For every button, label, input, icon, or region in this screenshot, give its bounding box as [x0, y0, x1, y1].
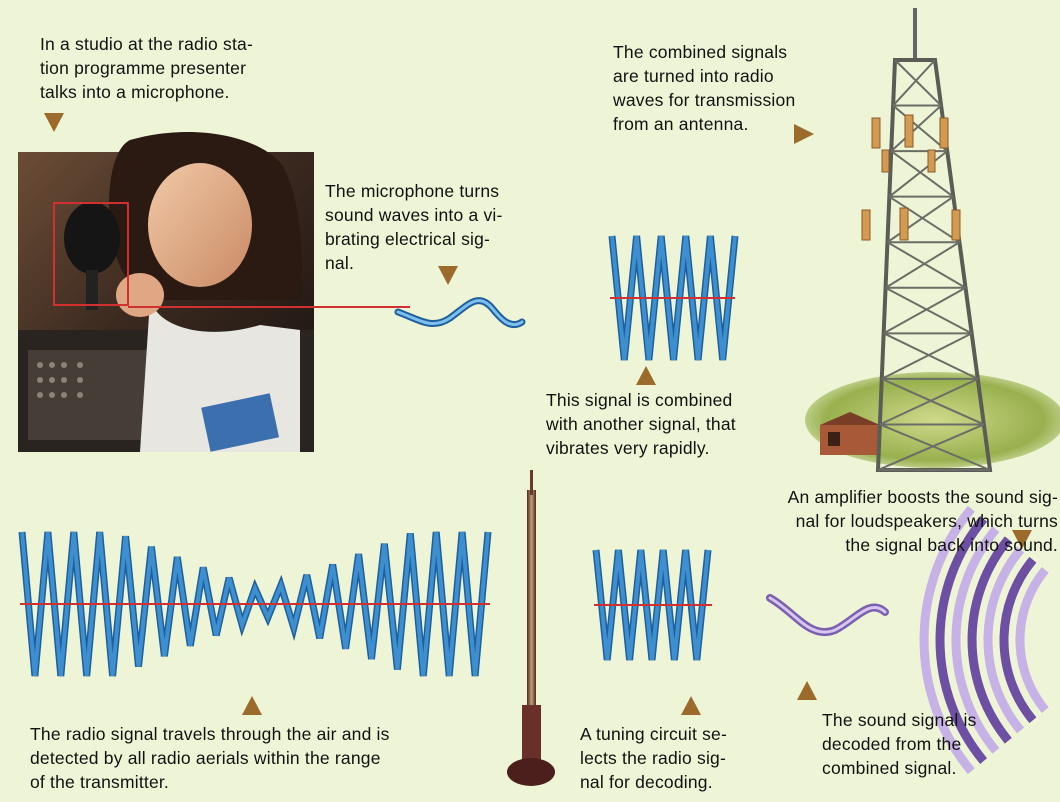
tower-brace — [890, 104, 942, 152]
tuned-wave-line — [594, 549, 710, 661]
tower-brace — [879, 423, 991, 471]
sound-arc — [935, 516, 988, 764]
up-arrow-icon — [242, 696, 262, 715]
tower-brace — [881, 332, 973, 380]
tower-brace — [888, 195, 960, 244]
down-arrow-icon — [44, 113, 64, 132]
tuned-radio-wave — [592, 549, 712, 661]
broadcast-radio-wave — [18, 531, 492, 677]
combined-wave-line — [610, 235, 737, 361]
tower-brace — [883, 286, 967, 335]
tower-brace — [890, 150, 954, 198]
tower-brace — [892, 59, 936, 107]
sound-arc — [919, 505, 975, 775]
caption-tower: The combined signals are turned into rad… — [613, 42, 796, 134]
up-arrow-icon — [681, 696, 701, 715]
microphone-highlight-box — [53, 202, 129, 306]
sound-arc — [951, 526, 1000, 754]
tower-brace — [886, 195, 954, 244]
right-arrow-icon — [794, 124, 814, 144]
tower-brace — [881, 377, 985, 426]
tower-brace — [886, 241, 967, 289]
radio-aerial — [507, 470, 555, 786]
sound-wave-small — [394, 297, 526, 329]
tower-brace — [885, 286, 973, 335]
tower-brace — [888, 150, 948, 198]
tower-brace — [879, 377, 979, 426]
sound-arc — [983, 546, 1025, 734]
sound-arc — [999, 556, 1037, 724]
caption-combined-signal: This signal is combined with another sig… — [546, 390, 736, 458]
transmission-tower — [805, 8, 1060, 472]
tower-brace — [894, 59, 942, 107]
up-arrow-icon — [797, 681, 817, 700]
caption-tuning-circuit: A tuning circuit se- lects the radio sig… — [580, 724, 727, 792]
down-arrow-icon — [1012, 530, 1032, 549]
decoded-sound-wave — [766, 594, 889, 636]
tower-brace — [883, 332, 979, 380]
up-arrow-icon — [636, 366, 656, 385]
sound-arc — [1015, 567, 1049, 713]
broadcast-wave-line — [20, 531, 490, 677]
tower-brace — [885, 241, 960, 289]
loudspeaker-sound-arcs — [919, 505, 1049, 775]
studio-photo — [18, 131, 314, 452]
caption-studio: In a studio at the radio sta- tion progr… — [40, 34, 254, 102]
sound-arc — [967, 536, 1012, 744]
caption-decoded-signal: The sound signal is decoded from the com… — [822, 710, 977, 778]
caption-amplifier: An amplifier boosts the sound sig- nal f… — [787, 487, 1058, 555]
caption-microphone: The microphone turns sound waves into a … — [325, 181, 503, 273]
down-arrow-icon — [438, 266, 458, 285]
caption-signal-travel: The radio signal travels through the air… — [30, 724, 390, 792]
tower-brace — [877, 423, 985, 471]
tower-brace — [892, 104, 948, 152]
combined-carrier-wave — [608, 235, 739, 361]
